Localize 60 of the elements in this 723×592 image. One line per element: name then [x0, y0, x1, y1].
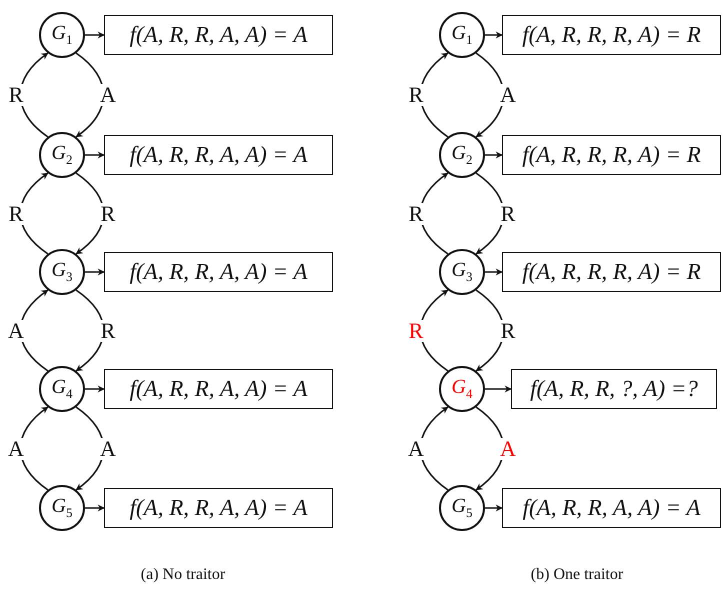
arrow: [476, 52, 504, 138]
edge-label: R: [500, 202, 516, 224]
arrow: [485, 152, 503, 158]
formula-box: f(A, R, R, A, A) = A: [502, 488, 721, 528]
edge-label: A: [500, 438, 516, 460]
arrow: [85, 152, 105, 158]
formula-box: f(A, R, R, R, A) = R: [502, 135, 721, 175]
arrow: [420, 289, 448, 372]
node-circle: G$_{5}$: [39, 485, 85, 531]
arrow: [20, 172, 48, 255]
arrow: [20, 52, 48, 138]
arrow: [420, 406, 448, 490]
arrow: [76, 406, 104, 490]
arrow: [485, 504, 503, 512]
edge-label: A: [100, 438, 116, 460]
edge-label: A: [8, 438, 24, 460]
arrow: [485, 268, 503, 276]
edge-label: R: [408, 202, 424, 224]
arrow: [20, 289, 48, 372]
edge-label: A: [408, 438, 424, 460]
arrow: [85, 268, 105, 276]
formula-box: f(A, R, R, ?, A) =?: [511, 369, 717, 409]
node-circle: G$_{3}$: [439, 249, 485, 295]
formula-box: f(A, R, R, R, A) = R: [502, 15, 721, 55]
formula-box: f(A, R, R, A, A) = A: [104, 488, 333, 528]
formula-box: f(A, R, R, A, A) = A: [104, 369, 333, 409]
node-circle: G$_{1}$: [39, 12, 85, 58]
node-circle: G$_{2}$: [39, 132, 85, 178]
arrow: [76, 52, 104, 138]
edge-label: R: [100, 202, 116, 224]
node-circle: G$_{3}$: [39, 249, 85, 295]
edge-label: A: [8, 320, 24, 342]
arrow: [485, 386, 512, 392]
formula-box: f(A, R, R, A, A) = A: [104, 135, 333, 175]
node-circle: G$_{4}$: [39, 366, 85, 412]
arrow: [476, 406, 504, 490]
edge-label: A: [500, 84, 516, 106]
edge-label: R: [408, 320, 424, 342]
arrow: [420, 172, 448, 255]
node-circle: G$_{5}$: [439, 485, 485, 531]
formula-box: f(A, R, R, A, A) = A: [104, 252, 333, 292]
edge-label: R: [408, 84, 424, 106]
arrow: [85, 386, 105, 392]
node-circle: G$_{1}$: [439, 12, 485, 58]
node-circle: G$_{4}$: [439, 366, 485, 412]
edge-label: R: [500, 320, 516, 342]
caption: (b) One traitor: [530, 566, 624, 584]
caption: (a) No traitor: [140, 566, 226, 584]
edge-label: R: [100, 320, 116, 342]
arrow: [20, 406, 48, 490]
edge-label: A: [100, 84, 116, 106]
arrow: [85, 32, 105, 38]
arrow: [420, 52, 448, 138]
formula-box: f(A, R, R, A, A) = A: [104, 15, 333, 55]
edge-label: R: [8, 202, 24, 224]
arrow: [85, 504, 105, 512]
formula-box: f(A, R, R, R, A) = R: [502, 252, 721, 292]
node-circle: G$_{2}$: [439, 132, 485, 178]
arrow: [485, 32, 503, 38]
edge-label: R: [8, 84, 24, 106]
